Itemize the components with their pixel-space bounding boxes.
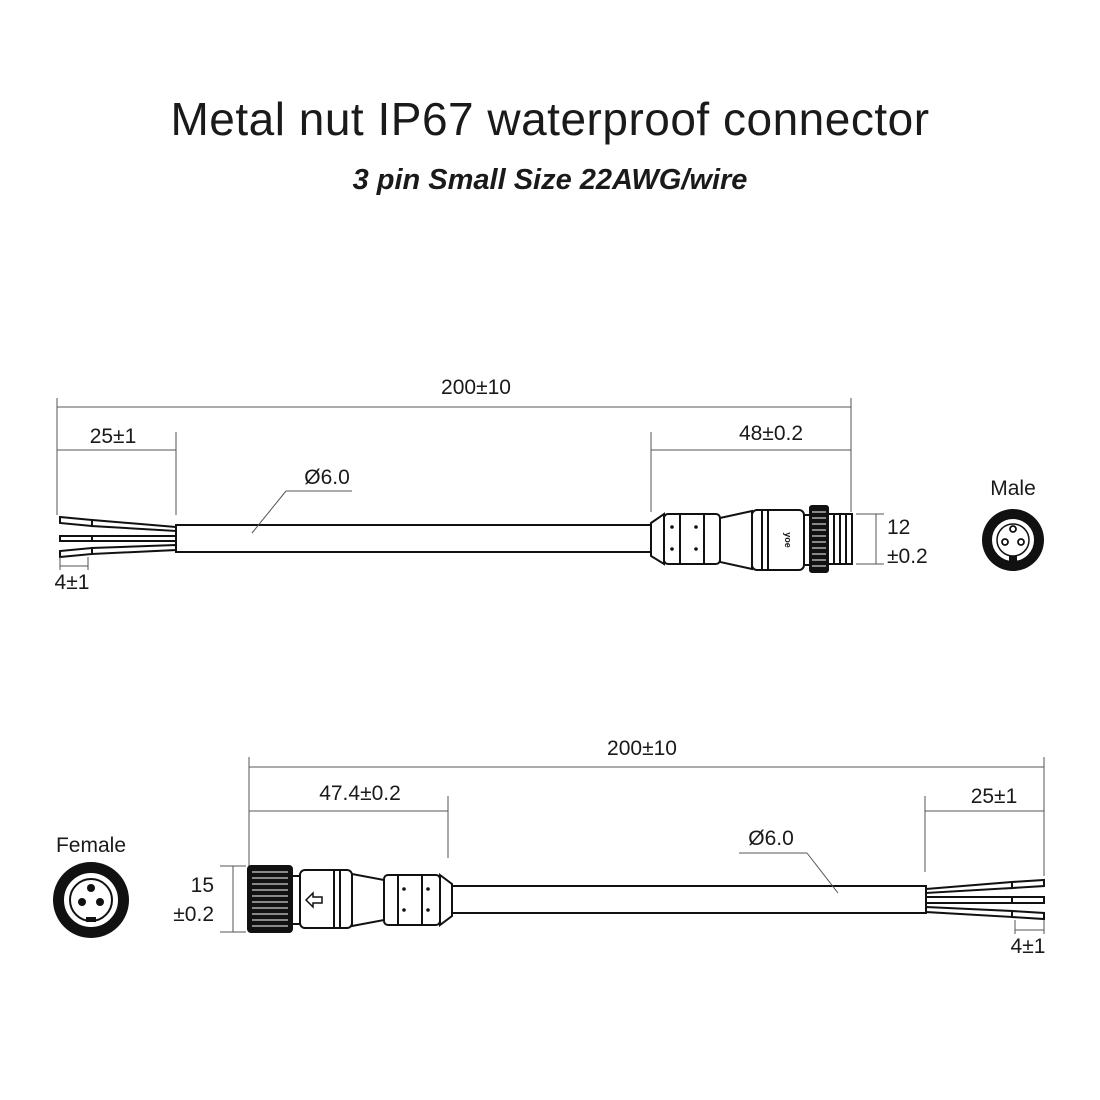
female-label: Female bbox=[56, 834, 126, 857]
female-cable-jacket bbox=[451, 885, 927, 914]
male-dim-height-bottom: ±0.2 bbox=[887, 545, 928, 568]
female-diameter-leader bbox=[806, 852, 839, 894]
female-face-icon bbox=[53, 862, 129, 938]
male-cable-jacket bbox=[175, 524, 657, 553]
male-face-icon bbox=[982, 509, 1044, 571]
male-dim-total: 200±10 bbox=[441, 376, 511, 399]
male-connector: yoe bbox=[650, 505, 853, 573]
female-dim-total: 200±10 bbox=[607, 737, 677, 760]
arrow-left-icon bbox=[304, 891, 323, 909]
female-cable-drawing: 200±10 47.4±0.2 25±1 bbox=[53, 737, 1045, 958]
male-label: Male bbox=[990, 477, 1036, 500]
female-wires bbox=[925, 878, 1045, 921]
female-dim-height-bottom: ±0.2 bbox=[173, 903, 214, 926]
male-nut bbox=[809, 505, 829, 573]
female-dim-connector: 47.4±0.2 bbox=[319, 782, 401, 805]
female-dim-diameter: Ø6.0 bbox=[748, 827, 794, 850]
male-dim-wire-end: 4±1 bbox=[55, 571, 90, 594]
female-connector bbox=[247, 865, 453, 933]
female-nut bbox=[247, 865, 293, 933]
male-dim-connector: 48±0.2 bbox=[739, 422, 803, 445]
female-dim-height-top: 15 bbox=[191, 874, 214, 897]
page-subtitle: 3 pin Small Size 22AWG/wire bbox=[352, 164, 748, 196]
male-diameter-leader bbox=[251, 490, 287, 534]
male-dim-height-top: 12 bbox=[887, 516, 910, 539]
male-cable-drawing: 200±10 25±1 48±0.2 4±1 Ø6.0 bbox=[55, 376, 1044, 594]
female-dim-strip: 25±1 bbox=[971, 785, 1018, 808]
female-dim-wire-end: 4±1 bbox=[1011, 935, 1046, 958]
male-brand-mark: yoe bbox=[783, 532, 793, 548]
page-title: Metal nut IP67 waterproof connector bbox=[170, 93, 930, 145]
male-wires bbox=[59, 515, 177, 559]
male-dim-strip: 25±1 bbox=[90, 425, 137, 448]
male-dim-diameter: Ø6.0 bbox=[304, 466, 350, 489]
